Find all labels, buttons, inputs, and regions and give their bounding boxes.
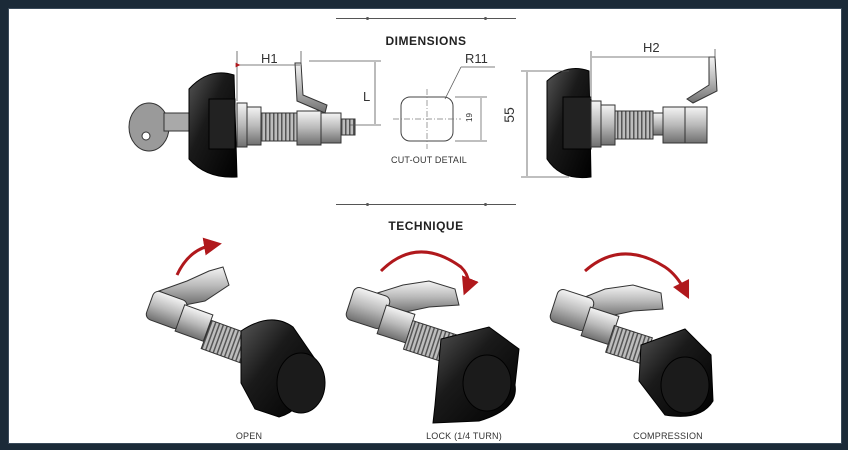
technique-title: TECHNIQUE bbox=[388, 219, 464, 233]
diagram-panel: DIMENSIONS TECHNIQUE bbox=[8, 8, 842, 444]
h1-label: H1 bbox=[261, 51, 278, 66]
keyed-lock-drawing bbox=[128, 51, 381, 178]
dimension-19-label: 19 bbox=[464, 113, 474, 122]
l-label: L bbox=[363, 89, 371, 104]
lock-caption: LOCK (1/4 TURN) bbox=[426, 431, 502, 441]
h2-label: H2 bbox=[643, 40, 660, 55]
rotation-arrow-icon bbox=[175, 237, 222, 276]
cutout-detail-drawing bbox=[393, 66, 495, 149]
top-divider-rule bbox=[336, 17, 516, 20]
technique-compression-drawing bbox=[549, 252, 714, 417]
open-caption: OPEN bbox=[235, 431, 263, 441]
technique-lock-drawing bbox=[345, 250, 520, 424]
r11-label: R11 bbox=[465, 51, 488, 66]
rotation-arrow-icon bbox=[584, 252, 690, 300]
dimension-55-label: 55 bbox=[500, 107, 517, 123]
middle-divider-rule bbox=[336, 203, 516, 206]
cutout-caption: CUT-OUT DETAIL bbox=[391, 155, 467, 165]
rotation-arrow-icon bbox=[379, 250, 479, 296]
drawing-canvas bbox=[128, 49, 718, 424]
key-icon bbox=[128, 102, 195, 152]
dimensions-title: DIMENSIONS bbox=[385, 34, 467, 48]
technique-open-drawing bbox=[145, 237, 326, 418]
compression-lock-drawing bbox=[521, 49, 718, 179]
compression-caption: COMPRESSION bbox=[633, 431, 703, 441]
